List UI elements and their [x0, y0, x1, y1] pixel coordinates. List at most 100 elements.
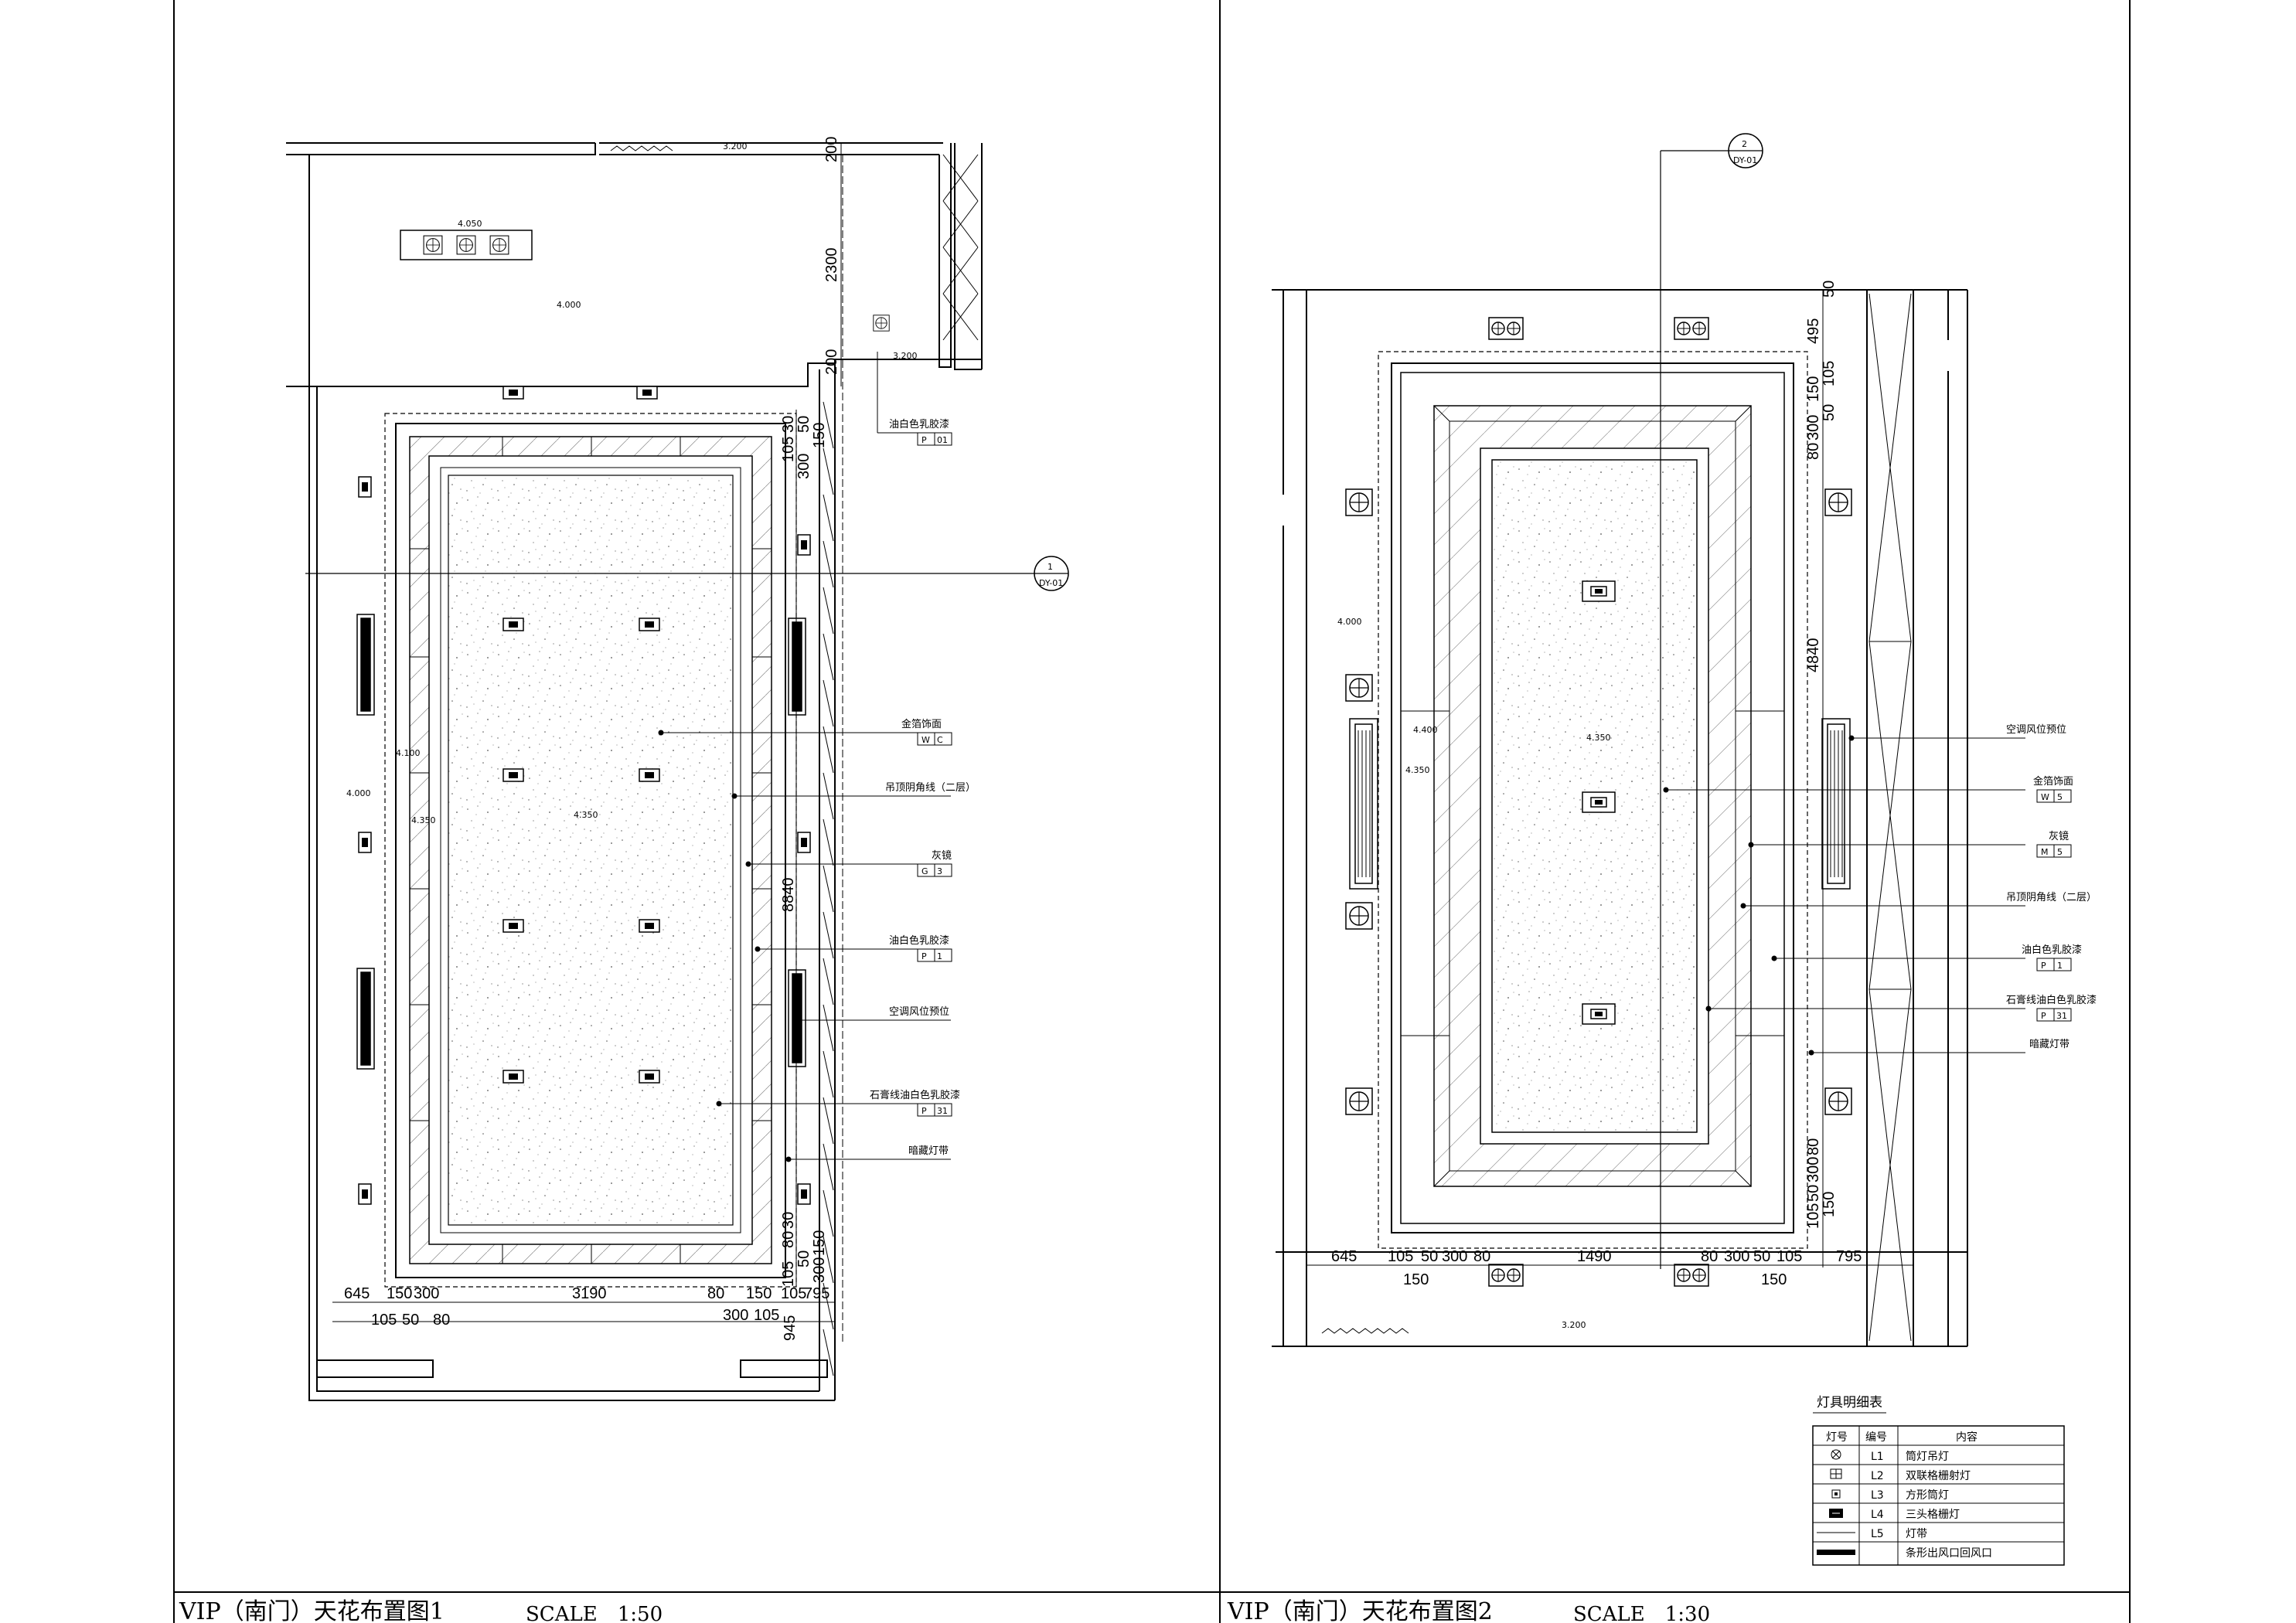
- svg-text:P: P: [921, 951, 927, 961]
- svg-text:石膏线油白色乳胶漆: 石膏线油白色乳胶漆: [870, 1089, 960, 1101]
- plan1-walls: [286, 142, 983, 1401]
- svg-text:150: 150: [746, 1285, 772, 1302]
- svg-text:01: 01: [937, 435, 948, 445]
- svg-text:4.350: 4.350: [1586, 733, 1611, 743]
- legend-double-grille-icon: [1830, 1468, 1842, 1479]
- plan1-downlight: [873, 315, 890, 332]
- svg-text:2300: 2300: [823, 248, 840, 283]
- svg-text:50: 50: [795, 416, 812, 433]
- plan1-frame-inner2: [440, 467, 741, 1233]
- plan2-air-vents: [1349, 718, 1851, 890]
- plan1-gold-leaf-panel: [448, 475, 734, 1226]
- svg-text:三头格栅灯: 三头格栅灯: [1906, 1509, 1960, 1521]
- svg-text:30: 30: [780, 1212, 797, 1229]
- svg-text:105: 105: [1388, 1248, 1413, 1265]
- plan2-scale: SCALE 1:30: [1573, 1603, 1710, 1623]
- plan2-level-labels: 4.000 4.400 4.350 4.350 3.200: [1337, 617, 1611, 1330]
- sheet-titles: VIP（南门）天花布置图1 SCALE 1:50 VIP（南门）天花布置图2 S…: [179, 1598, 1710, 1623]
- svg-text:空调风位预位: 空调风位预位: [2006, 724, 2066, 736]
- svg-text:80: 80: [1473, 1248, 1490, 1265]
- plan1-triple-light: [400, 230, 533, 260]
- svg-text:M: M: [2041, 847, 2049, 857]
- plan1-level-labels: 3.200 4.050 4.000 3.200 4.000 4.350 4.10…: [346, 141, 918, 825]
- svg-text:4840: 4840: [1805, 638, 1822, 673]
- svg-text:4.000: 4.000: [1337, 617, 1362, 627]
- svg-text:灯带: 灯带: [1906, 1528, 1927, 1540]
- plan1-dimensions: 200 2300 200 30 50 105 300 150 8840 30 8…: [332, 137, 842, 1341]
- svg-text:80: 80: [1805, 1138, 1822, 1155]
- svg-text:1: 1: [2057, 961, 2063, 971]
- svg-text:300: 300: [723, 1307, 748, 1324]
- plan1-scale: SCALE 1:50: [526, 1603, 663, 1623]
- svg-text:4.100: 4.100: [396, 748, 421, 758]
- svg-text:灯号: 灯号: [1826, 1431, 1848, 1444]
- plan1-frame-outer: [395, 423, 786, 1278]
- svg-text:105: 105: [780, 1261, 797, 1287]
- svg-text:吊顶阴角线（二层）: 吊顶阴角线（二层）: [885, 782, 976, 794]
- svg-text:945: 945: [782, 1315, 799, 1341]
- plan2-band-ticks: [1401, 405, 1784, 1187]
- plan2-window: [1321, 1328, 1409, 1334]
- svg-text:2: 2: [1742, 139, 1747, 149]
- svg-text:灯具明细表: 灯具明细表: [1817, 1395, 1882, 1410]
- svg-text:P: P: [921, 1106, 927, 1116]
- svg-text:645: 645: [1331, 1248, 1357, 1265]
- plan1-section-marker: 1 DY-01: [1034, 556, 1069, 591]
- svg-text:筒灯吊灯: 筒灯吊灯: [1906, 1450, 1949, 1463]
- svg-text:5: 5: [2057, 847, 2063, 857]
- svg-text:105: 105: [1805, 1203, 1822, 1229]
- plan2-annotations: [1663, 735, 2025, 1056]
- plan2-frame-band2: [1449, 420, 1736, 1172]
- plan1-window: [610, 145, 673, 151]
- svg-text:50: 50: [1805, 1185, 1822, 1202]
- svg-text:300: 300: [811, 1257, 828, 1283]
- svg-text:P: P: [2041, 961, 2046, 971]
- legend-thick-bar-icon: [1817, 1550, 1855, 1555]
- svg-text:4.350: 4.350: [411, 815, 436, 825]
- svg-text:油白色乳胶漆: 油白色乳胶漆: [889, 934, 949, 947]
- svg-text:油白色乳胶漆: 油白色乳胶漆: [889, 418, 949, 430]
- svg-text:4.400: 4.400: [1413, 725, 1438, 735]
- svg-text:吊顶阴角线（二层）: 吊顶阴角线（二层）: [2006, 892, 2097, 903]
- svg-text:50: 50: [795, 1250, 812, 1267]
- svg-text:4.000: 4.000: [557, 300, 581, 310]
- svg-text:暗藏灯带: 暗藏灯带: [908, 1145, 949, 1157]
- plan1-dashed-outline: [384, 413, 797, 1288]
- svg-text:150: 150: [1761, 1271, 1787, 1288]
- svg-text:300: 300: [1805, 415, 1822, 441]
- svg-text:50: 50: [402, 1312, 419, 1329]
- plan2-frame-outer2: [1400, 372, 1785, 1224]
- svg-text:105: 105: [781, 1285, 806, 1302]
- svg-text:内容: 内容: [1956, 1431, 1977, 1444]
- svg-text:300: 300: [1805, 1157, 1822, 1182]
- svg-text:金箔饰面: 金箔饰面: [2033, 775, 2073, 788]
- svg-text:W: W: [2041, 792, 2049, 802]
- svg-text:3.200: 3.200: [893, 351, 918, 361]
- svg-text:50: 50: [1821, 281, 1838, 298]
- svg-text:795: 795: [1836, 1248, 1862, 1265]
- svg-text:L4: L4: [1871, 1509, 1884, 1521]
- sheet-frame: [173, 0, 2131, 1623]
- svg-text:4.350: 4.350: [574, 810, 598, 820]
- svg-text:105: 105: [1821, 361, 1838, 386]
- svg-text:编号: 编号: [1865, 1431, 1887, 1444]
- plan2-frame-outer: [1391, 362, 1794, 1233]
- svg-text:105: 105: [1777, 1248, 1802, 1265]
- svg-text:795: 795: [804, 1285, 829, 1302]
- svg-text:80: 80: [433, 1312, 450, 1329]
- svg-text:W: W: [921, 735, 930, 745]
- plan2-dashed-outline: [1378, 351, 1808, 1249]
- svg-text:DY-01: DY-01: [1733, 155, 1757, 165]
- svg-text:105: 105: [780, 437, 797, 462]
- svg-text:105: 105: [371, 1312, 397, 1329]
- svg-text:150: 150: [1821, 1192, 1838, 1217]
- svg-text:石膏线油白色乳胶漆: 石膏线油白色乳胶漆: [2006, 994, 2097, 1006]
- svg-text:条形出风口回风口: 条形出风口回风口: [1906, 1546, 1992, 1560]
- legend-round-downlight-icon: [1831, 1449, 1841, 1460]
- svg-text:1: 1: [937, 951, 942, 961]
- svg-text:1: 1: [1048, 562, 1053, 572]
- ceiling-plan-2: 2 DY-01 4.000 4.4: [1272, 133, 2097, 1347]
